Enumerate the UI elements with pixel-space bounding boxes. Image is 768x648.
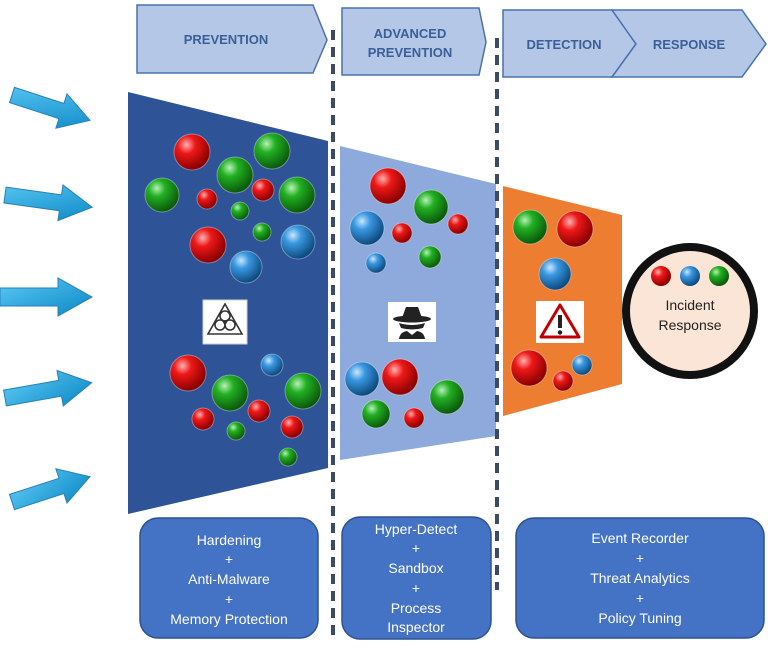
threat-ball [369,167,407,205]
box-detection-line: Threat Analytics [590,570,690,586]
box-advanced-line: + [412,580,420,596]
threat-ball [349,210,385,246]
box-prevention-line: Anti-Malware [188,571,270,587]
threat-ball [571,354,593,376]
incident-response-line1: Incident [665,297,714,313]
threat-ball [510,349,548,387]
threat-ball [216,156,254,194]
threat-ball [344,361,380,397]
box-detection-line: Policy Tuning [598,610,681,626]
threat-ball [278,176,316,214]
threat-ball [251,178,275,202]
threat-ball [429,379,465,415]
box-advanced-line: Inspector [387,619,445,635]
arrow-icon [0,277,94,317]
threat-ball [413,189,449,225]
threat-ball [229,250,263,284]
threat-ball [144,177,180,213]
incident-response-circle: Incident Response [622,243,758,379]
box-prevention-line: + [225,591,233,607]
box-prevention: Hardening + Anti-Malware + Memory Protec… [139,517,319,639]
threat-ball [189,226,227,264]
box-advanced: Hyper-Detect + Sandbox + Process Inspect… [341,516,492,640]
box-prevention-line: Hardening [197,532,262,548]
box-advanced-line: Hyper-Detect [375,521,458,537]
threat-ball [211,374,249,412]
threat-ball [280,224,316,260]
arrow-icon [3,184,94,222]
threat-ball [391,222,413,244]
threat-ball [447,213,469,235]
box-detection-line: Event Recorder [591,530,689,546]
threat-ball [252,222,272,242]
threat-ball [552,370,574,392]
header-prevention: PREVENTION [136,4,328,74]
arrow-icon [8,86,91,129]
threat-ball [253,132,291,170]
threat-ball [280,415,304,439]
box-advanced-line: Sandbox [388,560,443,576]
threat-ball [381,358,419,396]
box-detection-line: + [636,550,644,566]
threat-ball [512,209,548,245]
threat-ball [169,354,207,392]
threat-ball [226,421,246,441]
threat-ball [365,252,387,274]
threat-ball [418,245,442,269]
header-prevention-label: PREVENTION [184,32,269,47]
threat-ball [230,201,250,221]
threat-ball [173,133,211,171]
box-prevention-line: Memory Protection [170,611,287,627]
threat-ball [247,399,271,423]
warning-icon [536,301,584,343]
header-detection: DETECTION [502,9,637,78]
threat-ball [556,210,594,248]
threat-ball [196,188,218,210]
arrow-icon [3,369,93,407]
threat-ball [538,257,572,291]
stage-headers: PREVENTION ADVANCED PREVENTION DETECTION… [136,4,767,78]
box-detection-line: + [636,590,644,606]
arrow-icon [8,468,91,511]
header-detection-label: DETECTION [526,37,601,52]
header-response: RESPONSE [610,9,767,78]
spy-icon [388,302,436,342]
box-advanced-line: + [412,540,420,556]
header-advanced-line2: PREVENTION [368,45,453,60]
incident-response-line2: Response [658,317,721,333]
threat-ball [403,407,425,429]
box-detection: Event Recorder + Threat Analytics + Poli… [515,517,765,639]
threat-ball [260,353,284,377]
incoming-arrows [0,86,94,511]
threat-ball [191,407,215,431]
threat-ball [284,372,322,410]
box-prevention-line: + [225,551,233,567]
biohazard-icon [202,299,248,345]
threat-ball [278,447,298,467]
box-advanced-line: Process [391,600,442,616]
header-response-label: RESPONSE [653,37,726,52]
threat-balls [144,132,594,467]
threat-ball [361,399,391,429]
header-advanced-prevention: ADVANCED PREVENTION [341,7,487,76]
header-advanced-line1: ADVANCED [374,26,447,41]
